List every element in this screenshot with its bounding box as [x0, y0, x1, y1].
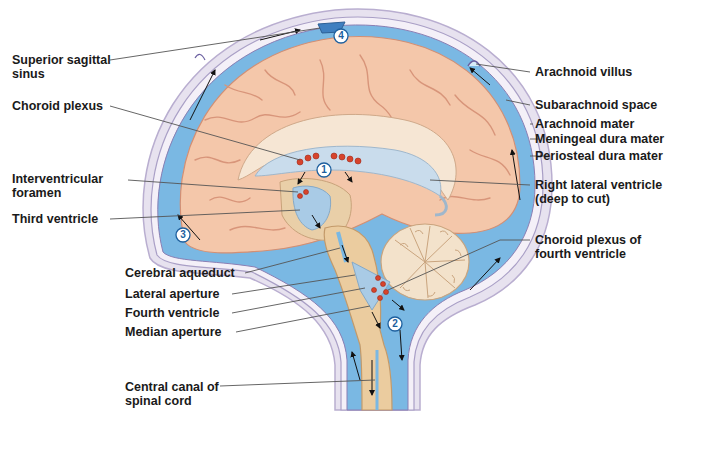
structure-label: Arachnoid villus — [535, 65, 700, 79]
structure-label: Median aperture — [125, 325, 250, 339]
structure-label: Meningeal dura mater — [535, 132, 700, 146]
structure-label: Central canal of spinal cord — [125, 380, 220, 408]
structure-label: Superior sagittal sinus — [12, 53, 112, 81]
structure-label: Interventricular foramen — [12, 172, 124, 200]
structure-label: Subarachnoid space — [535, 98, 700, 112]
callout-number: 2 — [388, 318, 402, 330]
structure-label: Arachnoid mater — [535, 117, 700, 131]
structure-label: Lateral aperture — [125, 287, 250, 301]
callout-number: 4 — [334, 30, 348, 42]
structure-label: Periosteal dura mater — [535, 149, 700, 163]
structure-label: Cerebral aqueduct — [125, 266, 250, 280]
callout-number: 1 — [317, 164, 331, 176]
structure-label: Choroid plexus of fourth ventricle — [535, 233, 660, 261]
callout-number: 3 — [176, 229, 190, 241]
structure-label: Third ventricle — [12, 212, 122, 226]
structure-label: Fourth ventricle — [125, 306, 250, 320]
structure-label: Choroid plexus — [12, 99, 122, 113]
structure-label: Right lateral ventricle (deep to cut) — [535, 178, 695, 206]
